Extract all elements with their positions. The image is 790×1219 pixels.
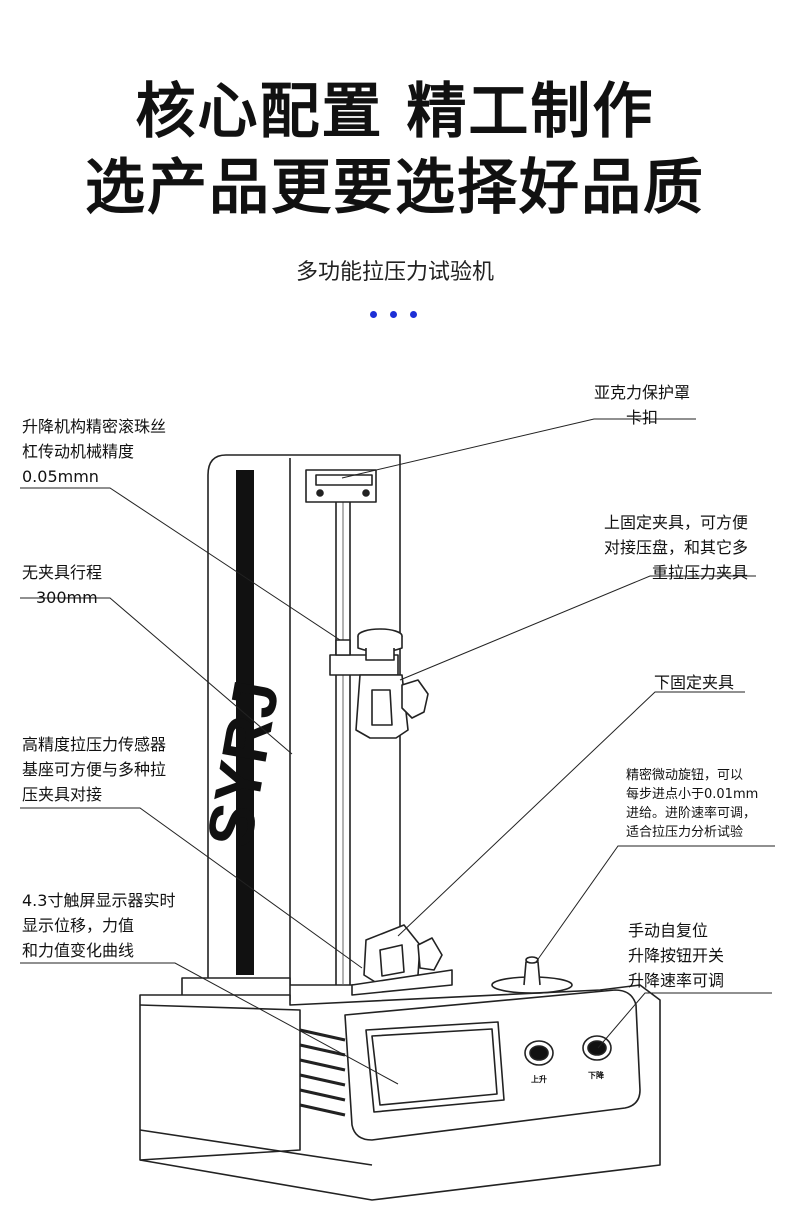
callout-upper-line-2: 对接压盘，和其它多 <box>604 538 749 557</box>
product-subtitle: 多功能拉压力试验机 <box>295 260 494 285</box>
callout-lower-fixture: 下固定夹具 <box>654 670 734 695</box>
callout-manual-line-3: 升降速率可调 <box>628 971 725 990</box>
callout-stroke-line-1: 无夹具行程 <box>22 563 103 582</box>
callout-knob-line-1: 精密微动旋钮，可以 <box>626 768 744 783</box>
callout-lift-line-2: 杠传动机械精度 <box>22 442 135 461</box>
callout-touch-line-3: 和力值变化曲线 <box>22 941 135 960</box>
callout-lift-mechanism: 升降机构精密滚珠丝 杠传动机械精度 0.05mmn <box>22 414 166 489</box>
headline-line-2: 选产品更要选择好品质 <box>85 153 705 223</box>
leader-upper-fixture <box>399 575 756 681</box>
leader-fine-knob <box>535 845 775 963</box>
dot-2 <box>390 311 397 318</box>
callout-touch-line-2: 显示位移，力值 <box>22 916 135 935</box>
callout-knob-line-2: 每步进点小于0.01mm <box>626 787 759 802</box>
callout-sensor-line-3: 压夹具对接 <box>22 785 103 804</box>
leader-lift-mechanism <box>20 487 341 641</box>
callout-stroke-line-2: 300mm <box>36 588 98 607</box>
callout-manual-line-2: 升降按钮开关 <box>628 946 725 965</box>
callout-acrylic-cover-line-1: 亚克力保护罩 <box>594 383 691 402</box>
callout-touchscreen: 4.3寸触屏显示器实时 显示位移，力值 和力值变化曲线 <box>22 888 175 963</box>
callout-fine-knob: 精密微动旋钮，可以 每步进点小于0.01mm 进给。进阶速率可调， 适合拉压力分… <box>626 766 758 842</box>
callout-upper-fixture: 上固定夹具，可方便 对接压盘，和其它多 重拉压力夹具 <box>604 510 748 585</box>
leader-touchscreen <box>20 962 399 1085</box>
callout-acrylic-cover: 亚克力保护罩 卡扣 <box>594 380 690 430</box>
leader-sensor <box>20 807 363 969</box>
callout-touch-line-1: 4.3寸触屏显示器实时 <box>22 891 176 910</box>
button-down-label: 下降 <box>588 1070 605 1080</box>
dot-1 <box>370 311 377 318</box>
callout-sensor-line-2: 基座可方便与多种拉 <box>22 760 167 779</box>
leader-stroke <box>20 597 293 755</box>
leader-manual-buttons <box>597 992 772 1049</box>
headline-line-1: 核心配置 精工制作 <box>135 77 655 147</box>
callout-sensor: 高精度拉压力传感器 基座可方便与多种拉 压夹具对接 <box>22 732 166 807</box>
callout-manual-buttons: 手动自复位 升降按钮开关 升降速率可调 <box>628 918 724 993</box>
callout-knob-line-4: 适合拉压力分析试验 <box>626 825 744 840</box>
callout-acrylic-cover-line-2: 卡扣 <box>626 408 659 427</box>
callout-lift-line-3: 0.05mmn <box>22 467 99 486</box>
callout-upper-line-1: 上固定夹具，可方便 <box>604 513 749 532</box>
callout-lower-line-1: 下固定夹具 <box>654 673 735 692</box>
callout-manual-line-1: 手动自复位 <box>628 921 709 940</box>
dot-3 <box>410 311 417 318</box>
callout-upper-line-3: 重拉压力夹具 <box>652 563 749 582</box>
callout-sensor-line-1: 高精度拉压力传感器 <box>22 735 167 754</box>
button-up-label: 上升 <box>531 1074 547 1084</box>
callout-lines <box>20 418 775 1085</box>
callout-stroke: 无夹具行程 300mm <box>22 560 102 610</box>
callout-lift-line-1: 升降机构精密滚珠丝 <box>22 417 167 436</box>
leader-acrylic-cover <box>341 418 696 479</box>
leader-lower-fixture <box>397 691 745 937</box>
callout-knob-line-3: 进给。进阶速率可调， <box>626 806 757 821</box>
